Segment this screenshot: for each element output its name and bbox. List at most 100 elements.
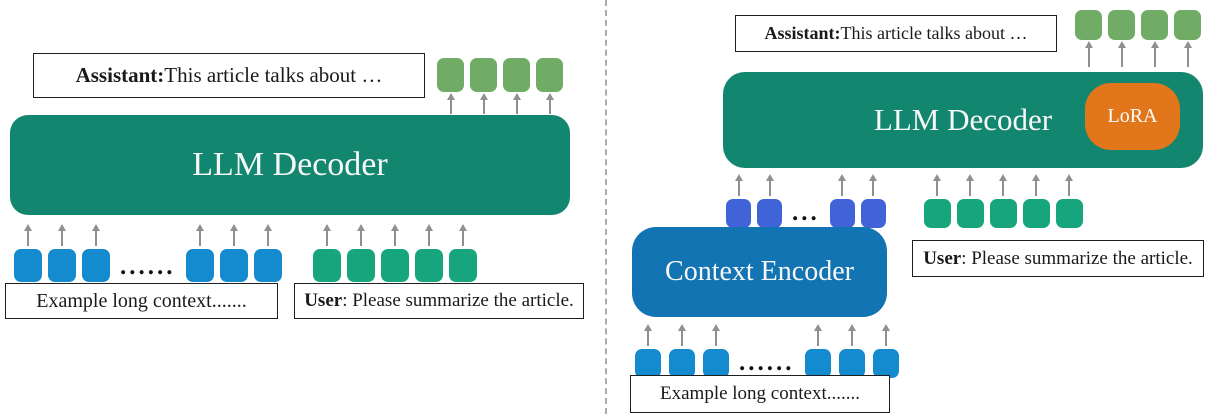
- up-arrow-icon: [198, 226, 201, 246]
- up-arrow-icon: [1186, 43, 1189, 67]
- token-cell: [1022, 170, 1050, 228]
- encoded-token-group: [726, 170, 782, 228]
- user-speaker-label: User: [304, 290, 343, 311]
- token: [989, 199, 1017, 228]
- token: [503, 58, 530, 92]
- token: [1174, 10, 1201, 40]
- left-user-message-box: User: Please summarize the article.: [294, 283, 584, 319]
- token-cell: [1174, 10, 1201, 67]
- up-arrow-icon: [548, 95, 551, 114]
- llm-decoder-label: LLM Decoder: [873, 102, 1053, 137]
- up-arrow-icon: [27, 226, 29, 246]
- token-cell: [82, 220, 110, 282]
- token: [82, 249, 110, 282]
- up-arrow-icon: [816, 326, 819, 346]
- token: [669, 349, 695, 378]
- up-arrow-icon: [427, 226, 430, 246]
- right-output-token-row: [1075, 10, 1201, 67]
- token: [872, 349, 899, 378]
- user-token-group: [312, 220, 477, 282]
- token: [829, 199, 855, 228]
- token-cell: [989, 170, 1017, 228]
- up-arrow-icon: [515, 95, 518, 114]
- lora-adapter-badge: LoRA: [1085, 83, 1180, 150]
- right-llm-decoder-block: LLM Decoder LoRA: [723, 72, 1203, 168]
- up-arrow-icon: [1035, 176, 1038, 196]
- token-cell: [312, 220, 341, 282]
- example-context-text: Example long context.......: [36, 289, 247, 312]
- up-arrow-icon: [841, 176, 844, 196]
- token-cell: [380, 220, 409, 282]
- up-arrow-icon: [936, 176, 939, 196]
- token-cell: [860, 170, 886, 228]
- token-cell: [872, 320, 899, 378]
- left-assistant-message-box: Assistant: This article talks about …: [33, 53, 425, 98]
- token-cell: [1108, 10, 1135, 67]
- token-cell: [219, 220, 248, 282]
- up-arrow-icon: [1153, 43, 1156, 67]
- token-cell: [804, 320, 831, 378]
- token-cell: [1075, 10, 1102, 67]
- token-cell: [48, 220, 76, 282]
- lora-label: LoRA: [1107, 105, 1158, 127]
- token-cell: [669, 320, 695, 378]
- up-arrow-icon: [647, 326, 649, 346]
- context-encoder-block: Context Encoder: [632, 227, 887, 317]
- token-cell: [726, 170, 751, 228]
- token: [1075, 10, 1102, 40]
- token: [635, 349, 661, 378]
- token-cell: [956, 170, 984, 228]
- user-speaker-label: User: [923, 247, 962, 269]
- up-arrow-icon: [95, 226, 97, 246]
- left-output-token-row: [437, 58, 563, 114]
- user-token-group: [923, 170, 1083, 228]
- token-cell: [448, 220, 477, 282]
- context-token-group: [635, 320, 729, 378]
- example-context-text: Example long context.......: [660, 383, 860, 404]
- token: [14, 249, 42, 282]
- up-arrow-icon: [266, 226, 269, 246]
- token: [346, 249, 375, 282]
- assistant-speaker-label: Assistant:: [764, 23, 841, 43]
- token: [380, 249, 409, 282]
- token: [536, 58, 563, 92]
- token: [48, 249, 76, 282]
- token-cell: [635, 320, 661, 378]
- token: [253, 249, 282, 282]
- up-arrow-icon: [850, 326, 853, 346]
- token: [1022, 199, 1050, 228]
- up-arrow-icon: [325, 226, 328, 246]
- token-cell: [503, 58, 530, 114]
- up-arrow-icon: [482, 95, 485, 114]
- token-cell: [536, 58, 563, 114]
- token: [448, 249, 477, 282]
- token: [956, 199, 984, 228]
- context-token-group: [804, 320, 899, 378]
- up-arrow-icon: [61, 226, 63, 246]
- up-arrow-icon: [393, 226, 396, 246]
- up-arrow-icon: [768, 176, 771, 196]
- user-message-text: : Please summarize the article.: [961, 247, 1193, 269]
- encoded-token-group: [829, 170, 886, 228]
- token-cell: [414, 220, 443, 282]
- up-arrow-icon: [715, 326, 717, 346]
- token-cell: [346, 220, 375, 282]
- token: [726, 199, 751, 228]
- up-arrow-icon: [1120, 43, 1123, 67]
- user-message-text: : Please summarize the article.: [342, 290, 574, 311]
- right-user-message-box: User: Please summarize the article.: [912, 240, 1204, 277]
- assistant-speaker-label: Assistant:: [75, 63, 165, 87]
- up-arrow-icon: [1002, 176, 1005, 196]
- token-cell: [470, 58, 497, 114]
- token: [1055, 199, 1083, 228]
- right-encoder-input-token-row: ......: [635, 320, 899, 378]
- up-arrow-icon: [681, 326, 683, 346]
- assistant-message-text: This article talks about …: [164, 63, 383, 87]
- token-cell: [1055, 170, 1083, 228]
- up-arrow-icon: [884, 326, 887, 346]
- token: [312, 249, 341, 282]
- context-token-group: [185, 220, 282, 282]
- up-arrow-icon: [232, 226, 235, 246]
- left-input-token-row: ......: [14, 220, 477, 282]
- token: [414, 249, 443, 282]
